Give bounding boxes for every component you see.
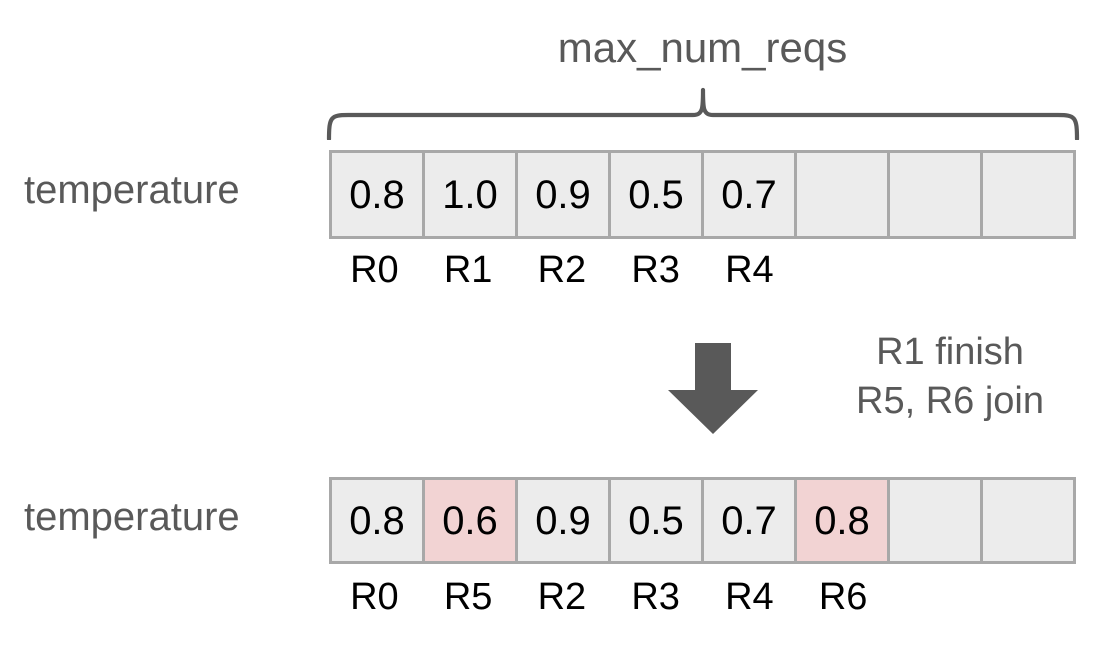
tensor-cell[interactable]: 0.7 (704, 153, 794, 236)
tensor-cell[interactable]: 0.7 (704, 480, 794, 561)
row-label-temperature-after: temperature (24, 495, 240, 539)
request-index-label-blank (985, 577, 1076, 619)
transition-notes: R1 finish R5, R6 join (800, 328, 1100, 425)
request-index-label-blank (985, 250, 1076, 292)
page-title: max_num_reqs (557, 24, 848, 71)
capacity-brace (322, 84, 1084, 142)
tensor-cell[interactable]: 0.8 (332, 480, 422, 561)
tensor-cell-updated[interactable]: 0.8 (797, 480, 887, 561)
tensor-cell-updated[interactable]: 0.6 (425, 480, 515, 561)
tensor-cell-empty[interactable] (890, 480, 980, 561)
transition-note-line: R5, R6 join (856, 379, 1044, 422)
tensor-row-after: 0.8 0.6 0.9 0.5 0.7 0.8 (329, 477, 1076, 564)
tensor-cell[interactable]: 0.5 (611, 480, 701, 561)
request-index-label-blank (798, 250, 889, 292)
request-index-label: R6 (818, 576, 868, 618)
tensor-cell-empty[interactable] (983, 153, 1073, 236)
down-arrow-icon (665, 341, 761, 436)
request-index-label: R4 (725, 249, 774, 291)
tensor-cell[interactable]: 0.8 (332, 153, 422, 236)
request-index-label: R5 (443, 576, 493, 618)
row-label-temperature-before: temperature (24, 168, 240, 212)
request-index-label: R2 (537, 249, 587, 291)
request-index-label: R0 (350, 576, 399, 618)
transition-note-line: R1 finish (876, 331, 1024, 373)
request-index-label-blank (892, 250, 983, 292)
request-index-label: R3 (631, 249, 680, 291)
tensor-row-before: 0.8 1.0 0.9 0.5 0.7 (329, 150, 1076, 239)
tensor-cell[interactable]: 0.5 (611, 153, 701, 236)
request-index-label-blank (892, 577, 983, 619)
request-index-label: R0 (350, 249, 399, 291)
tensor-cell-empty[interactable] (890, 153, 980, 236)
request-index-label: R2 (537, 576, 587, 618)
tensor-cell[interactable]: 0.9 (518, 480, 608, 561)
request-index-label: R1 (443, 249, 493, 291)
tensor-cell-empty[interactable] (983, 480, 1073, 561)
request-index-label: R4 (725, 576, 774, 618)
request-index-label: R3 (631, 576, 680, 618)
tensor-cell[interactable]: 1.0 (425, 153, 515, 236)
tensor-cell[interactable]: 0.9 (518, 153, 608, 236)
tensor-cell-empty[interactable] (797, 153, 887, 236)
request-index-row-before: R0 R1 R2 R3 R4 (329, 249, 1076, 292)
request-index-row-after: R0 R5 R2 R3 R4 R6 (329, 576, 1076, 619)
